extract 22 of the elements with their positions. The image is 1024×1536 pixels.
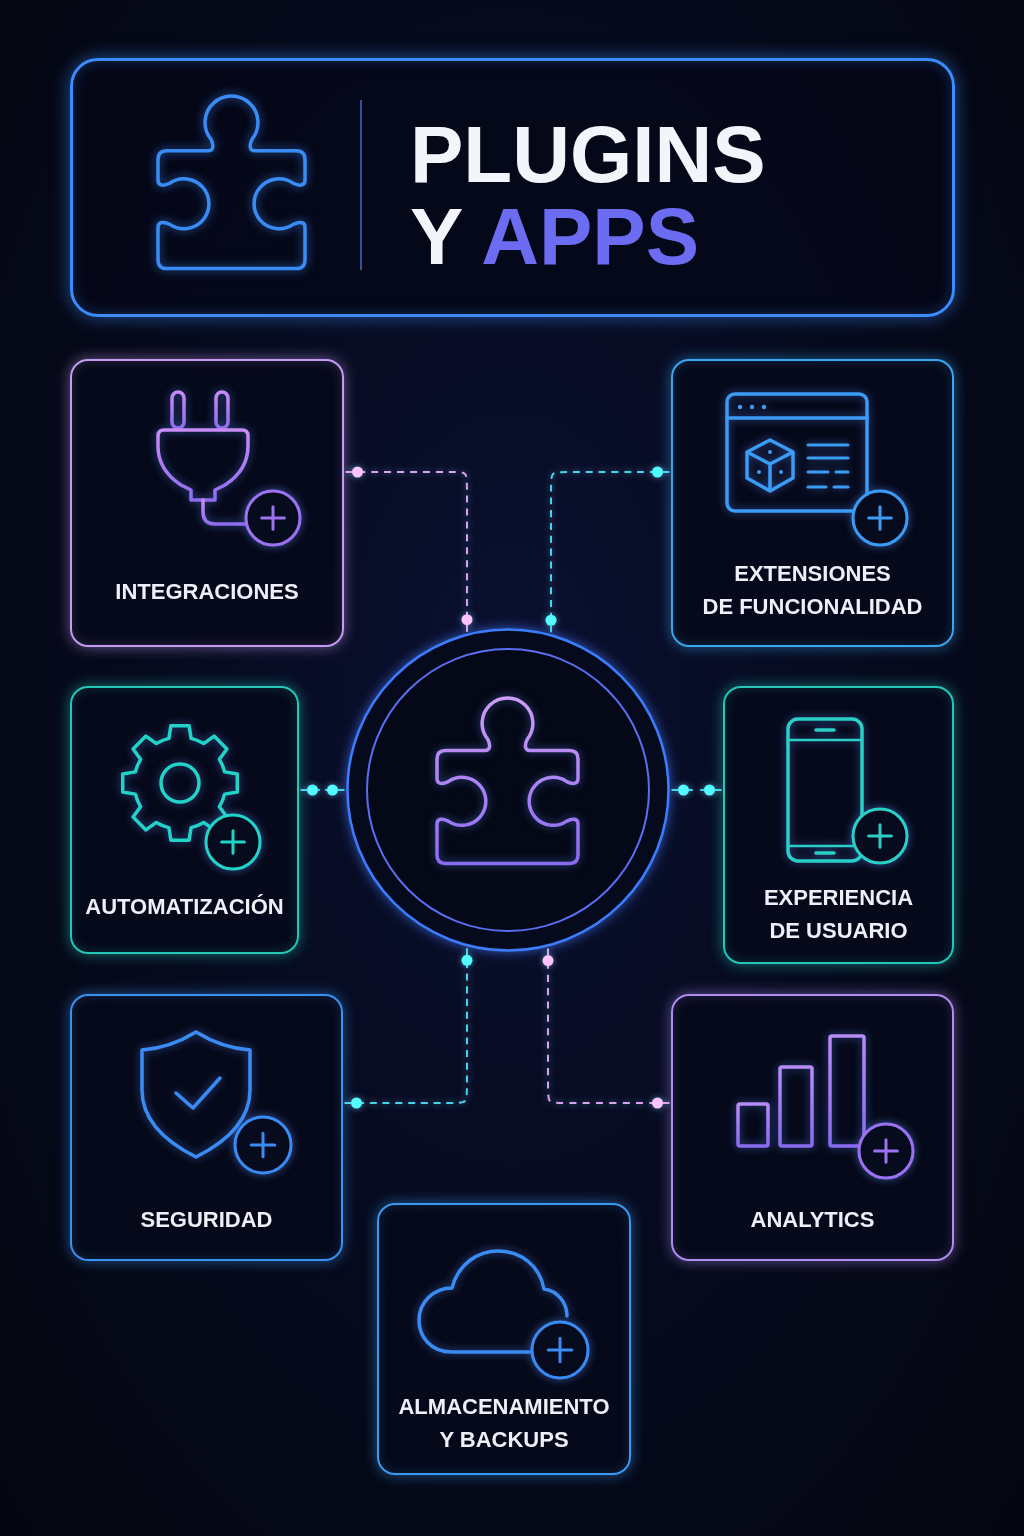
dashed-connector — [545, 466, 671, 634]
card-label: AUTOMATIZACIÓN — [85, 892, 284, 921]
category-card — [723, 686, 954, 964]
dashed-connector — [344, 466, 473, 633]
card-label: ANALYTICS — [750, 1205, 875, 1234]
category-card — [70, 686, 299, 954]
category-card — [377, 1203, 631, 1475]
card-label: SEGURIDAD — [140, 1205, 273, 1234]
dashed-connector — [299, 784, 346, 796]
card-label: EXTENSIONES DE FUNCIONALIDAD — [702, 560, 923, 621]
title: PLUGINS Y APPS — [410, 114, 766, 278]
dashed-connector — [670, 784, 723, 796]
category-card — [671, 359, 954, 647]
card-label: ALMACENAMIENTO Y BACKUPS — [398, 1393, 610, 1454]
category-card — [70, 994, 343, 1261]
dashed-connector — [343, 947, 473, 1109]
card-label: INTEGRACIONES — [115, 577, 299, 606]
hub-circle — [346, 628, 670, 952]
card-label: EXPERIENCIA DE USUARIO — [763, 884, 914, 945]
dashed-connector — [542, 947, 671, 1109]
category-card — [671, 994, 954, 1261]
category-card — [70, 359, 344, 647]
